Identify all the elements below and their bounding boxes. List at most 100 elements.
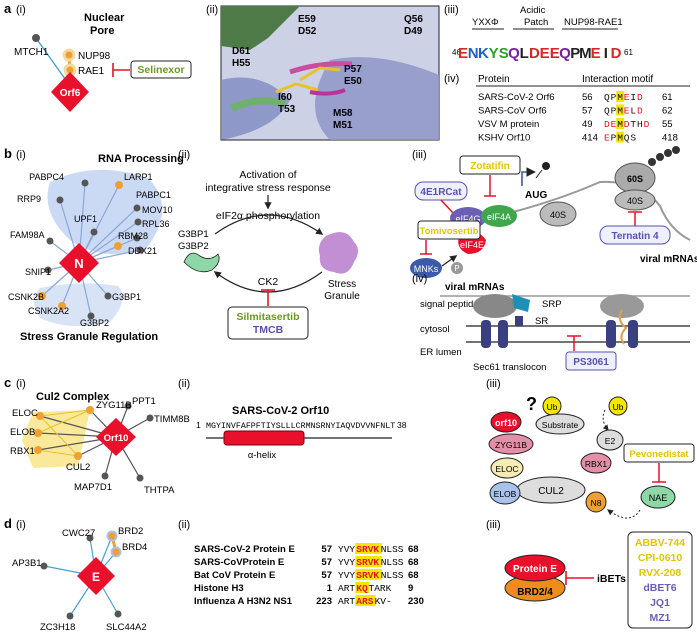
panel-c-ii-label: (ii) xyxy=(178,378,190,390)
ps3061-box xyxy=(565,351,617,371)
sec61-label: Sec61 translocon xyxy=(473,362,546,373)
motif-start: 46 xyxy=(452,48,461,57)
stress-granule-text-2: Granule xyxy=(324,291,360,302)
alignment-pre: ART xyxy=(338,596,355,607)
panel-b-i-label: (i) xyxy=(16,149,26,161)
ribosome-40s-scanning xyxy=(539,201,577,227)
nup98-label: NUP98 xyxy=(78,51,111,62)
res-p57: P57 xyxy=(344,64,362,75)
viral-mrnas-label-2: viral mRNAs xyxy=(445,282,505,293)
res-d49: D49 xyxy=(404,26,423,37)
pabpc4-label: PABPC4 xyxy=(29,172,64,182)
viral-mrnas-label-1: viral mRNAs xyxy=(640,254,697,265)
ppt1-label: PPT1 xyxy=(132,396,156,407)
sec61-left-a xyxy=(481,320,491,348)
cul2-shape-label: CUL2 xyxy=(538,486,564,497)
zc3h18-label: ZC3H18 xyxy=(40,622,75,633)
motif-residue: S xyxy=(630,133,636,144)
slc44a2-node xyxy=(114,610,122,618)
alignment-end: 230 xyxy=(408,596,424,607)
motif-letter: E xyxy=(540,45,550,62)
n-hub-label: N xyxy=(74,256,83,271)
stress-response-diagram: Activation of integrative stress respons… xyxy=(178,169,360,340)
cwc27-label: CWC27 xyxy=(62,528,95,539)
brd2-node xyxy=(106,530,118,542)
rrp9-label: RRP9 xyxy=(17,194,41,204)
timm8b-label: TIMM8B xyxy=(154,414,190,425)
rbx1-shape-label: RBX1 xyxy=(585,459,607,469)
nae-shape xyxy=(640,485,676,509)
ternatin-label: Ternatin 4 xyxy=(611,231,658,242)
g3bp1-text: G3BP1 xyxy=(178,229,209,240)
tomivosertib-box xyxy=(417,220,481,240)
orf10-shape xyxy=(490,411,522,433)
motif-residue: P xyxy=(611,92,617,103)
e-hub xyxy=(77,557,115,595)
orf10-network: Cul2 Complex ELOC ELOB RBX1 xyxy=(10,391,190,496)
motif-residue: D xyxy=(637,106,643,117)
protein-e-label: Protein E xyxy=(513,564,557,575)
thtpa-label: THTPA xyxy=(144,485,175,496)
table-cell-protein: VSV M protein xyxy=(478,119,539,130)
motif-letter: Q xyxy=(559,45,571,62)
sec61-left-b xyxy=(606,320,616,348)
table-cell-start: 56 xyxy=(582,92,593,103)
res-q56: Q56 xyxy=(404,14,423,25)
phospho-circle xyxy=(451,262,463,274)
panel-d: d (i) CWC27 BRD2 BRD4 AP3B1 ZC3H18 SLC44… xyxy=(4,516,693,633)
alignment-highlight xyxy=(355,556,382,567)
eif4a-label: eIF4A xyxy=(487,212,511,222)
panel-d-i-label: (i) xyxy=(16,519,26,531)
motif-residue: Q xyxy=(604,92,610,103)
zotatifin-label: Zotatifin xyxy=(470,161,509,172)
res-t53: T53 xyxy=(278,104,296,115)
motif-residue: E xyxy=(624,92,630,103)
rbx1-label: RBX1 xyxy=(10,446,35,457)
res-m51: M51 xyxy=(333,120,353,131)
alpha-helix-bar xyxy=(223,430,305,446)
rae1-label: RAE1 xyxy=(78,66,105,77)
ibet-drug-name: CPI-0610 xyxy=(638,552,683,564)
cul2-label: CUL2 xyxy=(66,462,90,473)
map7d1-label: MAP7D1 xyxy=(74,482,112,493)
table-cell-protein: SARS-CoV-2 Orf6 xyxy=(478,92,555,103)
res-i60: I60 xyxy=(278,92,292,103)
slc44a2-label: SLC44A2 xyxy=(106,622,147,633)
orf10-hub xyxy=(96,418,136,456)
stress-granule-cluster xyxy=(34,283,123,327)
alignment-name: SARS-CoV-2 Protein E xyxy=(194,544,295,555)
e2-label: E2 xyxy=(605,436,616,446)
table-cell-end: 418 xyxy=(662,133,678,144)
question-mark: ? xyxy=(526,394,537,414)
orf10-hub-label: Orf10 xyxy=(104,433,129,444)
brd4-label: BRD4 xyxy=(122,542,147,553)
ub-2 xyxy=(608,396,628,416)
eif4e-label: eIF4E xyxy=(460,240,484,250)
alignment-name: Histone H3 xyxy=(194,583,244,594)
motif-highlight xyxy=(616,131,625,143)
alignment-highlight xyxy=(355,543,382,554)
alignment-name: Influenza A H3N2 NS1 xyxy=(194,596,293,607)
motif-yxxphi: YXXΦ xyxy=(472,17,499,28)
motif-residue: E xyxy=(624,106,630,117)
4e1rcat-label: 4E1RCat xyxy=(420,187,462,198)
motif-letter: I xyxy=(604,45,608,62)
alignment-pre: ART xyxy=(338,583,355,594)
ibet-drug-name: MZ1 xyxy=(650,612,671,624)
alignment-post: NLSS xyxy=(381,544,404,555)
motif-end: 61 xyxy=(624,48,633,57)
mtch1-label: MTCH1 xyxy=(14,47,49,58)
ddx21-label: DDX21 xyxy=(128,246,157,256)
mov10-label: MOV10 xyxy=(142,205,173,215)
brd-inhibition-diagram: BRD2/4 Protein E iBETs ABBV-744CPI-0610R… xyxy=(504,531,693,629)
rpl36-label: RPL36 xyxy=(142,219,170,229)
alignment-highlight xyxy=(355,582,370,593)
orf6-hub xyxy=(51,72,89,112)
g3bp1-label: G3BP1 xyxy=(112,292,141,302)
zyg11b-label: ZYG11B xyxy=(96,400,132,411)
cytosol-label: cytosol xyxy=(420,324,450,335)
orf6-network: Nuclear Pore MTCH1 NUP98 RAE1 Orf6 Selin… xyxy=(14,12,192,112)
brd2-label: BRD2 xyxy=(118,526,143,537)
